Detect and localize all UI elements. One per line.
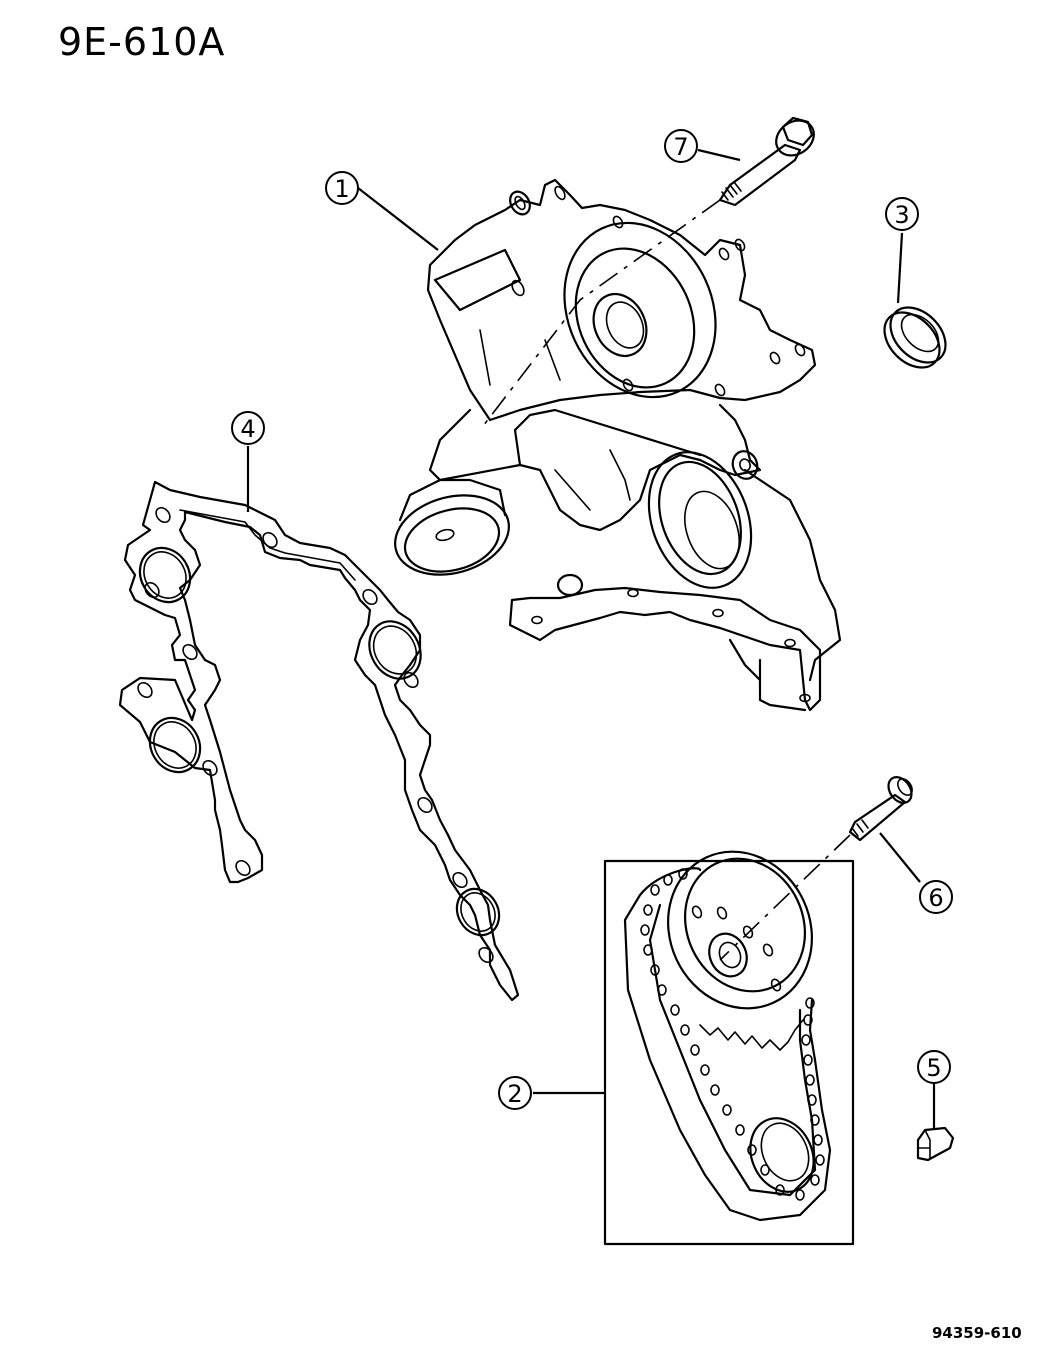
svg-text:4: 4 xyxy=(240,415,255,443)
callout-7[interactable]: 7 xyxy=(664,129,698,163)
timing-cover-illustration xyxy=(394,178,842,712)
alignment-line-6 xyxy=(719,834,851,961)
callout-4[interactable]: 4 xyxy=(231,411,265,445)
figure-number: 94359-610 xyxy=(932,1324,1022,1342)
callout-2[interactable]: 2 xyxy=(498,1076,532,1110)
key-5-illustration xyxy=(916,1126,955,1162)
timing-chain-illustration xyxy=(623,850,832,1222)
svg-text:7: 7 xyxy=(673,133,688,161)
leader-6 xyxy=(879,832,921,883)
callout-3[interactable]: 3 xyxy=(885,197,919,231)
gasket-4-illustration xyxy=(118,480,520,1002)
leader-7 xyxy=(697,148,741,162)
svg-text:1: 1 xyxy=(334,175,349,203)
alignment-line-7 xyxy=(479,199,721,431)
bolt-7-illustration xyxy=(718,116,815,207)
callout-1[interactable]: 1 xyxy=(325,171,359,205)
callout-6[interactable]: 6 xyxy=(919,880,953,914)
svg-text:6: 6 xyxy=(928,884,943,912)
diagram-id: 9E-610A xyxy=(58,20,226,64)
leader-1 xyxy=(357,187,439,251)
svg-text:3: 3 xyxy=(894,201,909,229)
bolt-6-illustration xyxy=(848,776,913,842)
svg-text:2: 2 xyxy=(507,1080,522,1108)
leader-3 xyxy=(896,232,904,304)
kit-2-frame xyxy=(603,859,855,1246)
svg-text:5: 5 xyxy=(926,1054,941,1082)
callout-5[interactable]: 5 xyxy=(917,1050,951,1084)
seal-3-illustration xyxy=(883,306,947,369)
